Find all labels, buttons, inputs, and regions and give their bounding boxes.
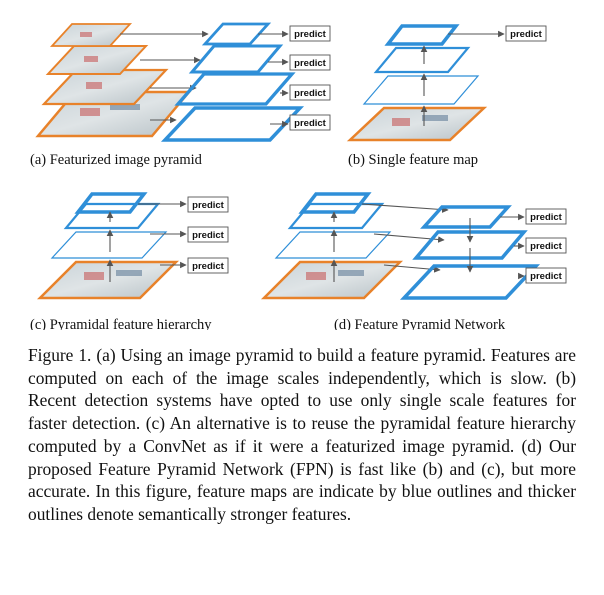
subcaption-b: (b) Single feature map bbox=[348, 152, 478, 168]
feature-map bbox=[188, 44, 284, 74]
predict-box: predict bbox=[187, 196, 229, 213]
predict-label: predict bbox=[530, 241, 563, 252]
predict-label: predict bbox=[530, 212, 563, 223]
predict-label: predict bbox=[192, 261, 225, 272]
image-scene bbox=[45, 45, 149, 75]
panel-b: predict (b) Single feature map bbox=[346, 24, 547, 168]
predict-box: predict bbox=[289, 84, 331, 101]
predict-box: predict bbox=[525, 237, 567, 254]
panel-c: predict predict predict (c) Pyramidal fe… bbox=[30, 192, 229, 330]
predict-label: predict bbox=[192, 230, 225, 241]
image-scene bbox=[260, 260, 404, 300]
image-scene bbox=[346, 106, 488, 142]
image-scene bbox=[36, 260, 180, 300]
predict-box: predict bbox=[525, 208, 567, 225]
panel-a: predict predict predict predict (a) Feat… bbox=[30, 22, 331, 168]
subcaption-a: (a) Featurized image pyramid bbox=[30, 152, 203, 168]
predict-label: predict bbox=[294, 88, 327, 99]
feature-map bbox=[399, 264, 541, 300]
feature-map bbox=[174, 72, 296, 106]
figure-1-diagram: predict predict predict predict (a) Feat… bbox=[30, 22, 567, 330]
predict-box: predict bbox=[187, 226, 229, 243]
predict-label: predict bbox=[294, 118, 327, 129]
predict-box: predict bbox=[289, 54, 331, 71]
image-scene bbox=[41, 68, 169, 106]
predict-label: predict bbox=[510, 29, 543, 40]
image-scene bbox=[49, 23, 133, 47]
predict-box: predict bbox=[289, 114, 331, 131]
figure-caption: Figure 1. (a) Using an image pyramid to … bbox=[28, 345, 576, 524]
feature-map bbox=[50, 231, 168, 259]
predict-label: predict bbox=[294, 29, 327, 40]
subcaption-d: (d) Feature Pyramid Network bbox=[334, 317, 506, 330]
predict-box: predict bbox=[505, 25, 547, 42]
feature-map bbox=[412, 230, 528, 260]
feature-map bbox=[274, 231, 392, 259]
feature-map bbox=[373, 46, 471, 74]
predict-label: predict bbox=[294, 58, 327, 69]
predict-box: predict bbox=[289, 25, 331, 42]
feature-map bbox=[201, 22, 272, 46]
panel-d: predict predict predict (d) Feature Pyra… bbox=[260, 192, 567, 330]
feature-map bbox=[420, 205, 512, 229]
subcaption-c: (c) Pyramidal feature hierarchy bbox=[30, 317, 212, 330]
predict-label: predict bbox=[192, 200, 225, 211]
predict-label: predict bbox=[530, 271, 563, 282]
feature-map bbox=[160, 106, 305, 142]
predict-box: predict bbox=[525, 267, 567, 284]
feature-map bbox=[384, 24, 460, 46]
predict-box: predict bbox=[187, 257, 229, 274]
feature-map bbox=[362, 75, 480, 105]
